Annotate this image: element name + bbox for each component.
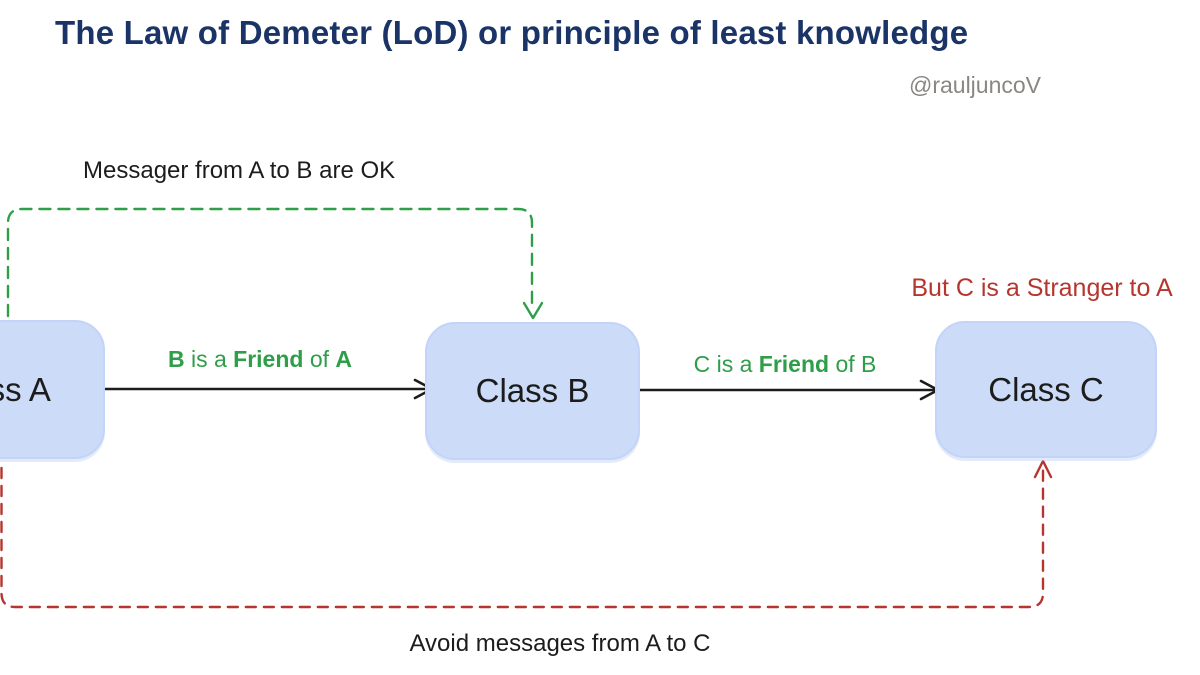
edge-label-a-b-part: Friend (233, 346, 304, 372)
edge-label-b-c-part: of B (829, 351, 877, 377)
class-c-label: Class C (988, 370, 1104, 408)
arrowhead-up-icon (1033, 459, 1053, 479)
avoid-path-a-to-c (0, 466, 1045, 609)
edge-label-a-b-part: of (303, 346, 336, 372)
edge-label-b-c-part: C is a (693, 351, 759, 377)
label-messages-ok: Messager from A to B are OK (83, 157, 396, 184)
edge-label-a-b-part: is a (184, 346, 234, 372)
class-b-node[interactable]: Class B (425, 322, 640, 460)
class-c-node[interactable]: Class C (935, 321, 1157, 458)
author-handle: @rauljuncoV (908, 72, 1042, 98)
allowed-path-a-to-b (6, 207, 534, 318)
edge-label-b-c-part: Friend (758, 351, 830, 377)
edge-label-a-b-part: B (167, 346, 185, 372)
edge-label-a-b: B is a Friend of A (100, 346, 420, 373)
edge-label-a-b-part: A (335, 346, 353, 372)
class-b-label: Class B (475, 372, 590, 409)
page-title: The Law of Demeter (LoD) or principle of… (55, 14, 969, 51)
edge-label-b-c: C is a Friend of B (640, 351, 930, 378)
label-stranger: But C is a Stranger to A (911, 274, 1173, 302)
arrowhead-down-icon (522, 301, 544, 320)
label-avoid-messages: Avoid messages from A to C (409, 630, 711, 657)
class-a-node[interactable]: Class A (0, 320, 105, 459)
class-a-label: Class A (0, 370, 51, 408)
